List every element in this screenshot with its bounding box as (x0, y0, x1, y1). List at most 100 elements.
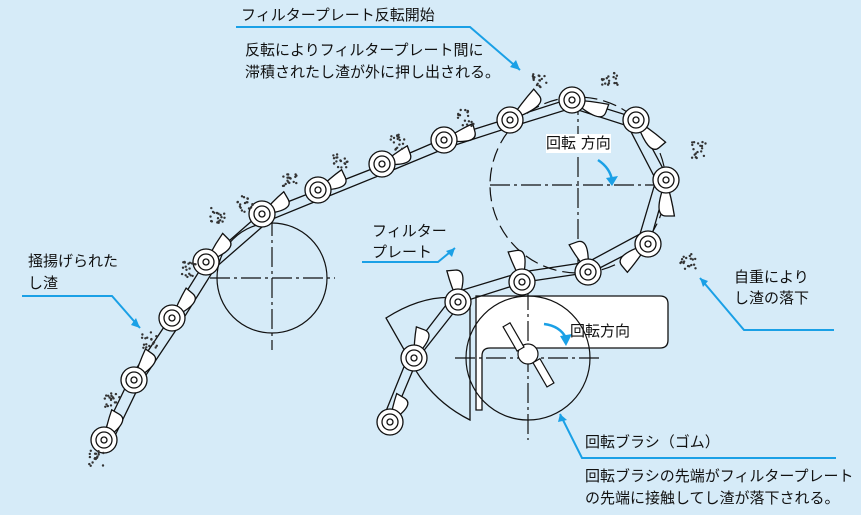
debris-dot (185, 268, 188, 271)
debris-dot (343, 157, 346, 160)
debris-dot (287, 173, 290, 176)
debris-dot (239, 206, 242, 209)
debris-dot (97, 451, 101, 454)
debris-dot (190, 262, 194, 265)
debris-dot (236, 201, 239, 204)
debris-dot (461, 124, 464, 127)
debris-dot (465, 123, 469, 126)
debris-dot (102, 451, 105, 455)
debris-dot (152, 342, 155, 345)
brush-housing (385, 295, 669, 422)
chain-roller (258, 210, 266, 218)
debris-dot (184, 274, 187, 277)
debris-dot (692, 263, 696, 266)
debris-dot (284, 182, 287, 186)
debris-dot (607, 75, 610, 78)
debris-dot (149, 331, 153, 334)
debris-dot (466, 114, 470, 118)
debris-dot (142, 346, 145, 349)
debris-dot (101, 464, 105, 467)
debris-dot (615, 74, 619, 77)
debris-dot (691, 258, 694, 261)
debris-dot (223, 216, 226, 219)
left-sprocket (210, 216, 335, 350)
lifted-debris-label-line1: 掻揚げられた (28, 252, 119, 270)
debris-dot (389, 138, 392, 141)
debris-dot (396, 137, 399, 141)
chain-roller (454, 298, 462, 306)
debris-dot (245, 201, 248, 204)
debris-dot (615, 81, 618, 85)
debris-dot (249, 206, 253, 209)
chain-roller (440, 136, 448, 144)
debris-dot (110, 397, 113, 401)
falling-debris-label-line2: し渣の落下 (734, 289, 810, 307)
debris-dot (396, 134, 400, 137)
debris-dot (339, 159, 342, 162)
debris-dot (601, 83, 604, 86)
debris-dot (345, 166, 348, 169)
debris-dot (240, 195, 244, 198)
debris-dot (685, 256, 688, 260)
debris-dot (88, 462, 91, 466)
debris-dot (701, 140, 704, 144)
debris-dot (336, 165, 340, 169)
debris-dot (155, 335, 158, 338)
debris-dot (97, 453, 100, 456)
debris-dot (606, 83, 610, 86)
chain-roller (378, 160, 386, 168)
debris-dot (335, 153, 339, 156)
debris-dot (392, 136, 396, 140)
debris-dot (536, 82, 539, 86)
debris-dot (191, 274, 194, 278)
debris-dot (240, 209, 244, 212)
chain-roller (506, 116, 514, 124)
debris-dot (246, 197, 249, 200)
debris-dot (680, 258, 684, 261)
debris-dot (332, 154, 335, 157)
debris-dot (335, 160, 338, 163)
debris-dot (682, 260, 686, 263)
debris-dot (398, 138, 401, 142)
debris-dot (210, 220, 214, 223)
filter-plate-label-line1: フィルター (372, 222, 447, 240)
debris-dot (209, 215, 212, 218)
debris-dot (188, 272, 191, 275)
debris-dot (398, 143, 401, 146)
debris-dot (691, 141, 694, 144)
debris-dot (148, 344, 151, 348)
chain-roller (386, 418, 394, 426)
debris-dot (239, 203, 242, 206)
debris-dot (457, 112, 460, 116)
chain-roller (632, 116, 640, 124)
debris-dot (181, 266, 185, 269)
debris-dot (695, 156, 698, 160)
brush-desc-line2: の先端に接触してし渣が落下される。 (585, 489, 840, 507)
debris-dot (532, 73, 535, 76)
debris-dot (472, 122, 475, 126)
debris-dot (538, 84, 541, 88)
debris-dot (700, 144, 704, 148)
debris-dot (696, 142, 700, 145)
rotation-arrow-upper (597, 158, 618, 186)
debris-dot (466, 111, 469, 114)
debris-dot (93, 457, 96, 460)
debris-dot (332, 157, 336, 160)
debris-dot (689, 257, 692, 260)
chain-roller (410, 354, 418, 362)
debris-dot (690, 263, 693, 267)
debris-dot (93, 452, 97, 455)
debris-dot (694, 257, 697, 261)
debris-dot (140, 336, 144, 339)
plate-flip-desc-line2: 滞積されたし渣が外に押し出される。 (245, 63, 501, 81)
debris-dot (394, 148, 397, 151)
debris-dot (543, 74, 546, 78)
debris-dot (188, 267, 191, 270)
debris-dot (113, 401, 117, 404)
debris-dot (682, 255, 685, 258)
debris-dot (221, 220, 224, 223)
plate-flip-desc-line1: 反転によりフィルタープレート間に (245, 41, 484, 59)
debris-dot (612, 75, 615, 79)
debris-dot (344, 162, 347, 166)
debris-dot (193, 263, 196, 266)
